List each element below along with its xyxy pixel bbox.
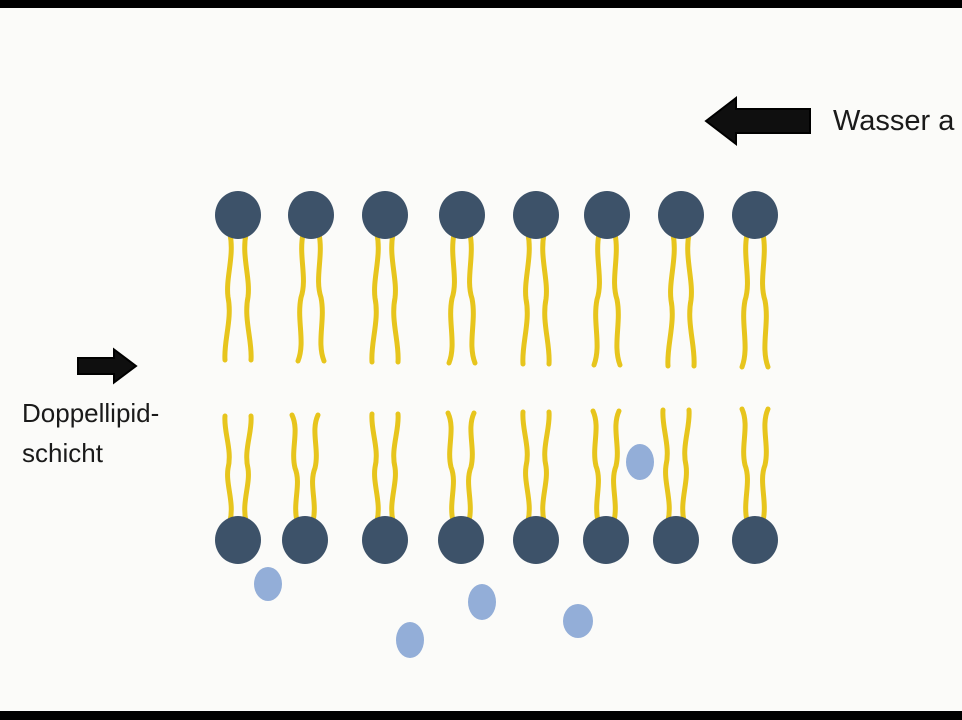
lipid-head-bottom (583, 516, 629, 564)
lipid-tail (222, 413, 234, 524)
bilayer-label-line2: schicht (22, 438, 103, 468)
lipid-tail (389, 231, 401, 365)
letterbox-top-bar (0, 0, 962, 8)
lipid-tail (540, 231, 552, 367)
lipid-tail (242, 413, 254, 524)
lipid-tail (739, 231, 750, 370)
lipid-tail (591, 231, 602, 368)
block-arrow-right-icon (77, 347, 138, 385)
lipid-tail (680, 407, 692, 524)
water-molecule (626, 444, 654, 480)
block-arrow-left-icon (704, 95, 811, 147)
lipid-tail (611, 408, 622, 524)
lipid-tail (289, 412, 300, 524)
lipid-head-bottom (732, 516, 778, 564)
lipid-tail (590, 408, 601, 524)
lipid-head-bottom (362, 516, 408, 564)
lipid-head-top (439, 191, 485, 239)
bilayer-label: Doppellipid- schicht (22, 393, 159, 473)
water-molecule (563, 604, 593, 638)
lipid-tail (369, 231, 381, 365)
lipid-tail (467, 231, 478, 366)
lipid-tail (760, 406, 771, 524)
lipid-tail (612, 231, 623, 368)
lipid-head-bottom (215, 516, 261, 564)
lipid-tail (389, 411, 401, 524)
lipid-tail (316, 231, 327, 364)
lipid-head-bottom (513, 516, 559, 564)
water-molecule (396, 622, 424, 658)
lipid-tail (660, 407, 672, 524)
water-label-text: Wasser a (833, 105, 955, 137)
lipid-tail (295, 231, 306, 364)
lipid-tail (685, 231, 697, 369)
lipid-tail (466, 410, 477, 524)
lipid-tail (665, 231, 677, 369)
lipid-tail (222, 231, 234, 363)
bilayer-label-line1: Doppellipid- (22, 398, 160, 428)
lipid-tail (242, 231, 254, 363)
water-molecule (468, 584, 496, 620)
letterbox-bottom-bar (0, 711, 962, 720)
lipid-tail (446, 231, 457, 366)
lipid-head-top (215, 191, 261, 239)
lipid-head-top (288, 191, 334, 239)
lipid-tail (520, 231, 532, 367)
lipid-head-top (732, 191, 778, 239)
lipid-tail (540, 409, 552, 524)
lipid-tail (739, 406, 750, 524)
lipid-head-bottom (653, 516, 699, 564)
lipid-head-top (658, 191, 704, 239)
lipid-tail (369, 411, 381, 524)
lipid-head-bottom (438, 516, 484, 564)
lipid-tail (445, 410, 456, 524)
water-molecule (254, 567, 282, 601)
lipid-tail (760, 231, 771, 370)
lipid-tail (520, 409, 532, 524)
lipid-head-top (362, 191, 408, 239)
lipid-head-top (513, 191, 559, 239)
lipid-head-top (584, 191, 630, 239)
lipid-tail (310, 412, 321, 524)
water-label: Wasser a (833, 103, 954, 139)
lipid-head-bottom (282, 516, 328, 564)
